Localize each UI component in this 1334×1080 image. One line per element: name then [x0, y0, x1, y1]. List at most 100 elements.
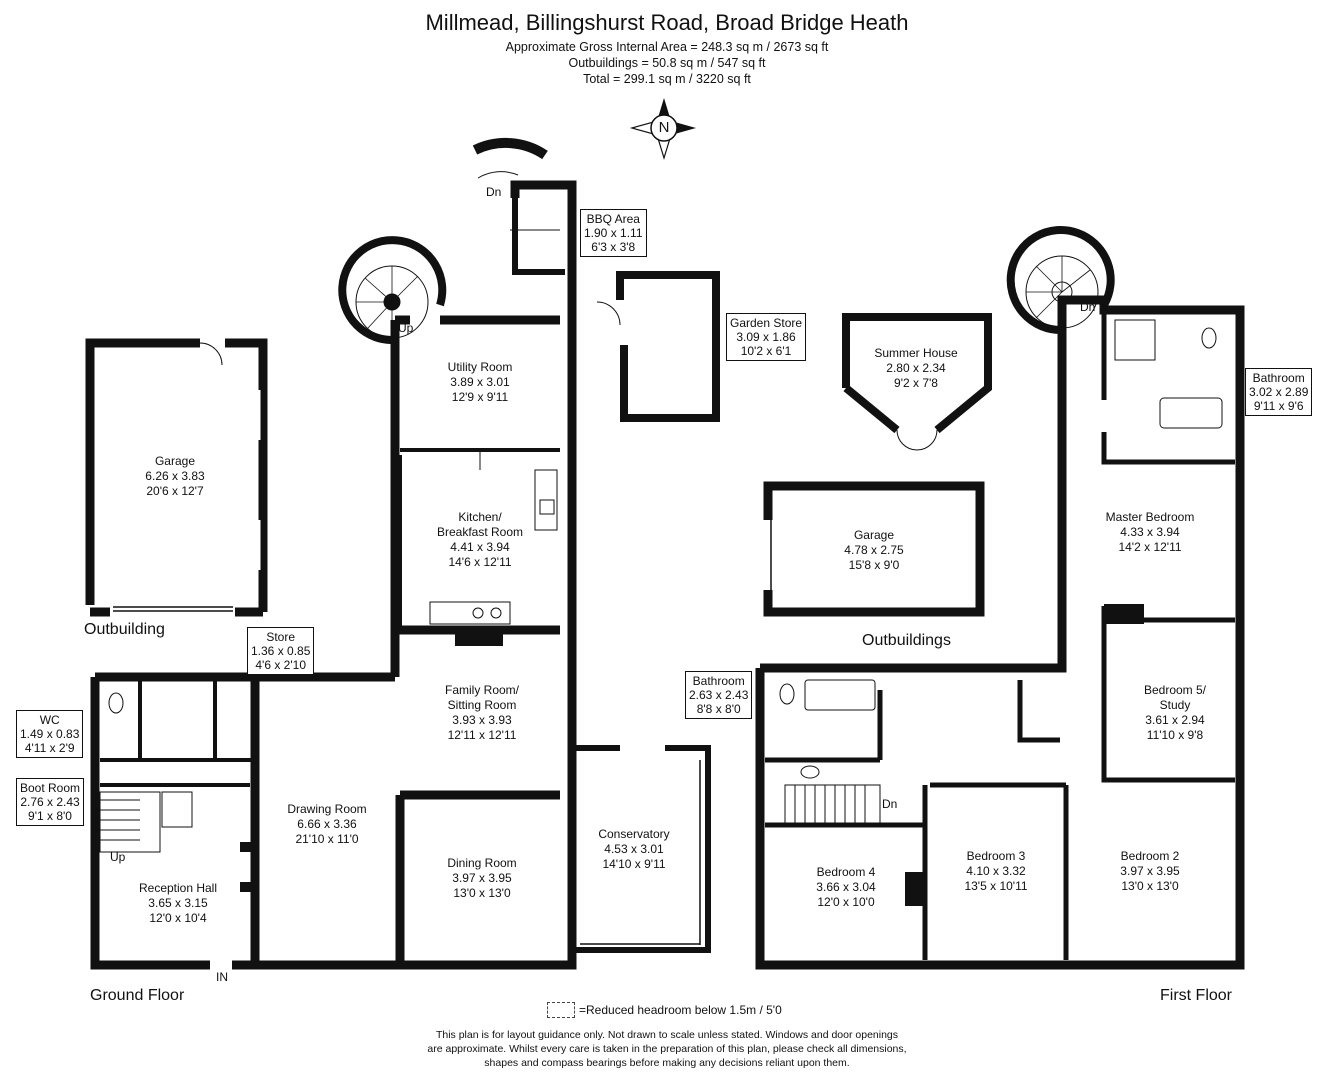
label-first-floor: First Floor: [1160, 987, 1232, 1004]
stair-up-tag-spiral: Up: [398, 321, 414, 335]
garden-store-walls: [616, 271, 720, 422]
room-imperial: 13'0 x 13'0: [1121, 879, 1179, 893]
room-bedroom5: Bedroom 5/ Study 3.61 x 2.94 11'10 x 9'8: [1144, 683, 1206, 743]
dashed-box-icon: [547, 1002, 575, 1018]
room-reception: Reception Hall 3.65 x 3.15 12'0 x 10'4: [139, 881, 217, 926]
label-ground-floor: Ground Floor: [90, 987, 185, 1004]
room-imperial: 12'0 x 10'0: [817, 895, 875, 909]
room-imperial: 9'2 x 7'8: [894, 376, 938, 390]
spiral-stair-ground: [338, 236, 447, 345]
room-metric: 4.41 x 3.94: [450, 540, 510, 554]
room-summer-house: Summer House 2.80 x 2.34 9'2 x 7'8: [874, 346, 957, 391]
stair-up-tag-hall: Up: [110, 850, 126, 864]
stair-down-tag-bbq: Dn: [486, 185, 502, 199]
room-metric: 3.97 x 3.95: [452, 871, 512, 885]
room-imperial: 14'2 x 12'11: [1118, 540, 1182, 554]
room-name-line2: Study: [1159, 698, 1191, 712]
room-imperial: 13'0 x 13'0: [453, 886, 511, 900]
headroom-legend: =Reduced headroom below 1.5m / 5'0: [547, 1002, 782, 1018]
room-metric: 3.61 x 2.94: [1145, 713, 1205, 727]
label-outbuildings: Outbuildings: [862, 632, 951, 649]
room-name: Reception Hall: [138, 881, 218, 895]
stair-down-tag-landing: Dn: [882, 797, 898, 811]
room-metric: 3.89 x 3.01: [450, 375, 510, 389]
room-metric: 4.33 x 3.94: [1120, 525, 1180, 539]
room-imperial: 12'9 x 9'11: [451, 390, 509, 404]
room-name: Bedroom 4: [816, 865, 876, 879]
garage-left-walls: [85, 338, 268, 617]
room-name: Garage: [154, 454, 196, 468]
disclaimer-line-2: are approximate. Whilst every care is ta…: [427, 1043, 907, 1055]
room-name: Drawing Room: [287, 802, 367, 816]
room-bedroom4: Bedroom 4 3.66 x 3.04 12'0 x 10'0: [816, 865, 875, 910]
room-metric: 2.80 x 2.34: [886, 361, 946, 375]
room-imperial: 15'8 x 9'0: [848, 558, 900, 572]
room-metric: 3.93 x 3.93: [452, 713, 512, 727]
room-imperial: 20'6 x 12'7: [146, 484, 204, 498]
bbq-walls: [512, 182, 570, 275]
summer-house-walls: [842, 313, 992, 434]
room-garage-left: Garage 6.26 x 3.83 20'6 x 12'7: [145, 454, 204, 499]
room-imperial: 14'10 x 9'11: [602, 857, 666, 871]
room-name-line2: Sitting Room: [447, 698, 517, 712]
ground-floor-walls: [90, 180, 577, 970]
disclaimer-line-1: This plan is for layout guidance only. N…: [435, 1029, 899, 1041]
legend-text: =Reduced headroom below 1.5m / 5'0: [579, 1003, 782, 1017]
room-metric: 6.66 x 3.36: [297, 817, 357, 831]
room-imperial: 12'11 x 12'11: [447, 728, 517, 742]
room-name: Family Room/: [444, 683, 520, 697]
room-name: Bedroom 2: [1120, 849, 1180, 863]
room-drawing: Drawing Room 6.66 x 3.36 21'10 x 11'0: [287, 802, 366, 847]
room-family: Family Room/ Sitting Room 3.93 x 3.93 12…: [445, 683, 519, 743]
room-name: Garage: [853, 528, 895, 542]
total-area-text: Total = 299.1 sq m / 3220 sq ft: [583, 72, 751, 86]
entrance-tag: IN: [216, 970, 228, 984]
room-conservatory: Conservatory 4.53 x 3.01 14'10 x 9'11: [598, 827, 669, 872]
room-name: Conservatory: [598, 827, 670, 841]
room-metric: 4.10 x 3.32: [966, 864, 1026, 878]
stair-down-tag-spiral: Dn: [1080, 300, 1096, 314]
outbuildings-area-text: Outbuildings = 50.8 sq m / 547 sq ft: [568, 56, 766, 70]
room-metric: 4.78 x 2.75: [844, 543, 904, 557]
compass-icon: [629, 98, 696, 161]
room-imperial: 21'10 x 11'0: [295, 832, 359, 846]
room-name: Bedroom 3: [966, 849, 1026, 863]
room-name: Master Bedroom: [1105, 510, 1195, 524]
room-imperial: 14'6 x 12'11: [448, 555, 512, 569]
room-imperial: 12'0 x 10'4: [149, 911, 207, 925]
room-metric: 3.66 x 3.04: [816, 880, 876, 894]
gross-area-text: Approximate Gross Internal Area = 248.3 …: [505, 40, 829, 54]
room-imperial: 13'5 x 10'11: [964, 879, 1028, 893]
room-bedroom2: Bedroom 2 3.97 x 3.95 13'0 x 13'0: [1120, 849, 1179, 894]
room-dining: Dining Room 3.97 x 3.95 13'0 x 13'0: [447, 856, 516, 901]
room-metric: 3.97 x 3.95: [1120, 864, 1180, 878]
room-metric: 3.65 x 3.15: [148, 896, 208, 910]
room-imperial: 11'10 x 9'8: [1146, 728, 1204, 742]
room-garage-right: Garage 4.78 x 2.75 15'8 x 9'0: [844, 528, 903, 573]
room-metric: 6.26 x 3.83: [145, 469, 205, 483]
compass-letter: N: [658, 119, 670, 136]
disclaimer-line-3: shapes and compass bearings before makin…: [484, 1057, 850, 1069]
room-name: Utility Room: [447, 360, 513, 374]
room-name: Summer House: [874, 346, 958, 360]
plan-title: Millmead, Billingshurst Road, Broad Brid…: [425, 10, 909, 35]
room-bedroom3: Bedroom 3 4.10 x 3.32 13'5 x 10'11: [964, 849, 1027, 894]
label-outbuilding: Outbuilding: [84, 621, 165, 638]
room-master-bedroom: Master Bedroom 4.33 x 3.94 14'2 x 12'11: [1106, 510, 1195, 555]
room-name: Bedroom 5/: [1143, 683, 1207, 697]
room-name: Dining Room: [447, 856, 517, 870]
room-name-line2: Breakfast Room: [436, 525, 524, 539]
room-kitchen: Kitchen/ Breakfast Room 4.41 x 3.94 14'6…: [437, 510, 523, 570]
room-metric: 4.53 x 3.01: [604, 842, 664, 856]
conservatory-walls: [572, 745, 711, 953]
room-name: Kitchen/: [458, 510, 502, 524]
garage-right-walls: [763, 481, 985, 617]
